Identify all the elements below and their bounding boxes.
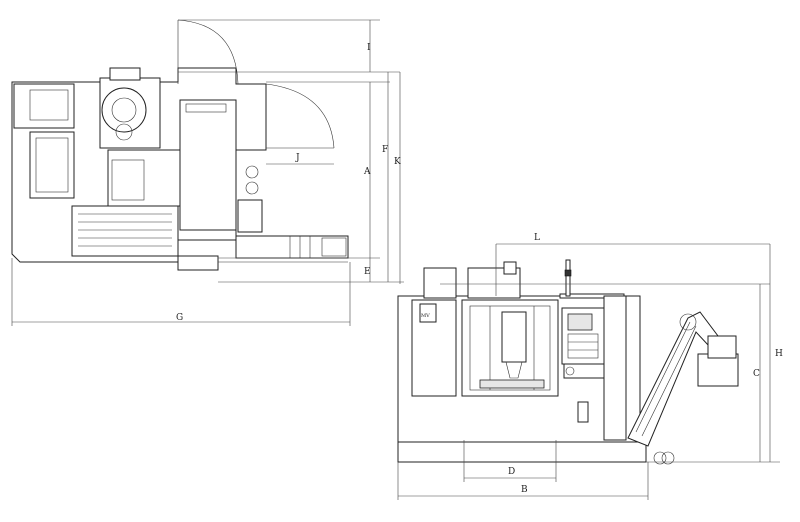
front-view: MV L C — [397, 233, 783, 500]
panel-badge: MV — [421, 313, 430, 319]
plan-control-box — [237, 199, 263, 233]
front-spindle — [501, 311, 527, 363]
plan-chip-conveyor — [235, 235, 349, 259]
plan-worktable — [71, 205, 179, 257]
plan-coolant-tank — [13, 83, 75, 129]
dim-label-F: F — [382, 145, 388, 155]
dim-label-C: C — [753, 369, 760, 379]
plan-side-guard — [179, 99, 237, 231]
door-swing-arc-right — [265, 83, 335, 149]
front-right-cabinet — [603, 295, 627, 441]
dim-label-B: B — [521, 485, 528, 495]
dim-label-L: L — [534, 233, 540, 243]
plan-spindle-head — [99, 77, 161, 149]
dim-label-K: K — [394, 157, 401, 167]
plan-electrical-cabinet — [29, 131, 75, 199]
front-base — [397, 439, 647, 463]
dim-label-D: D — [508, 467, 515, 477]
dim-label-A: A — [363, 167, 371, 177]
front-top-housing — [423, 267, 457, 299]
door-swing-arc-top — [177, 19, 239, 85]
front-signal-tower — [565, 259, 571, 297]
plan-view: I J A E F K G — [11, 19, 404, 326]
dim-label-E: E — [364, 267, 371, 277]
dim-label-H: H — [775, 349, 783, 359]
plan-base-outline — [11, 67, 267, 263]
dim-label-I: I — [367, 43, 371, 53]
plan-atc-carousel — [101, 87, 147, 133]
front-chip-bin — [697, 353, 739, 387]
dim-label-G: G — [176, 313, 183, 323]
dim-label-J: J — [295, 153, 300, 163]
front-table — [479, 379, 545, 389]
